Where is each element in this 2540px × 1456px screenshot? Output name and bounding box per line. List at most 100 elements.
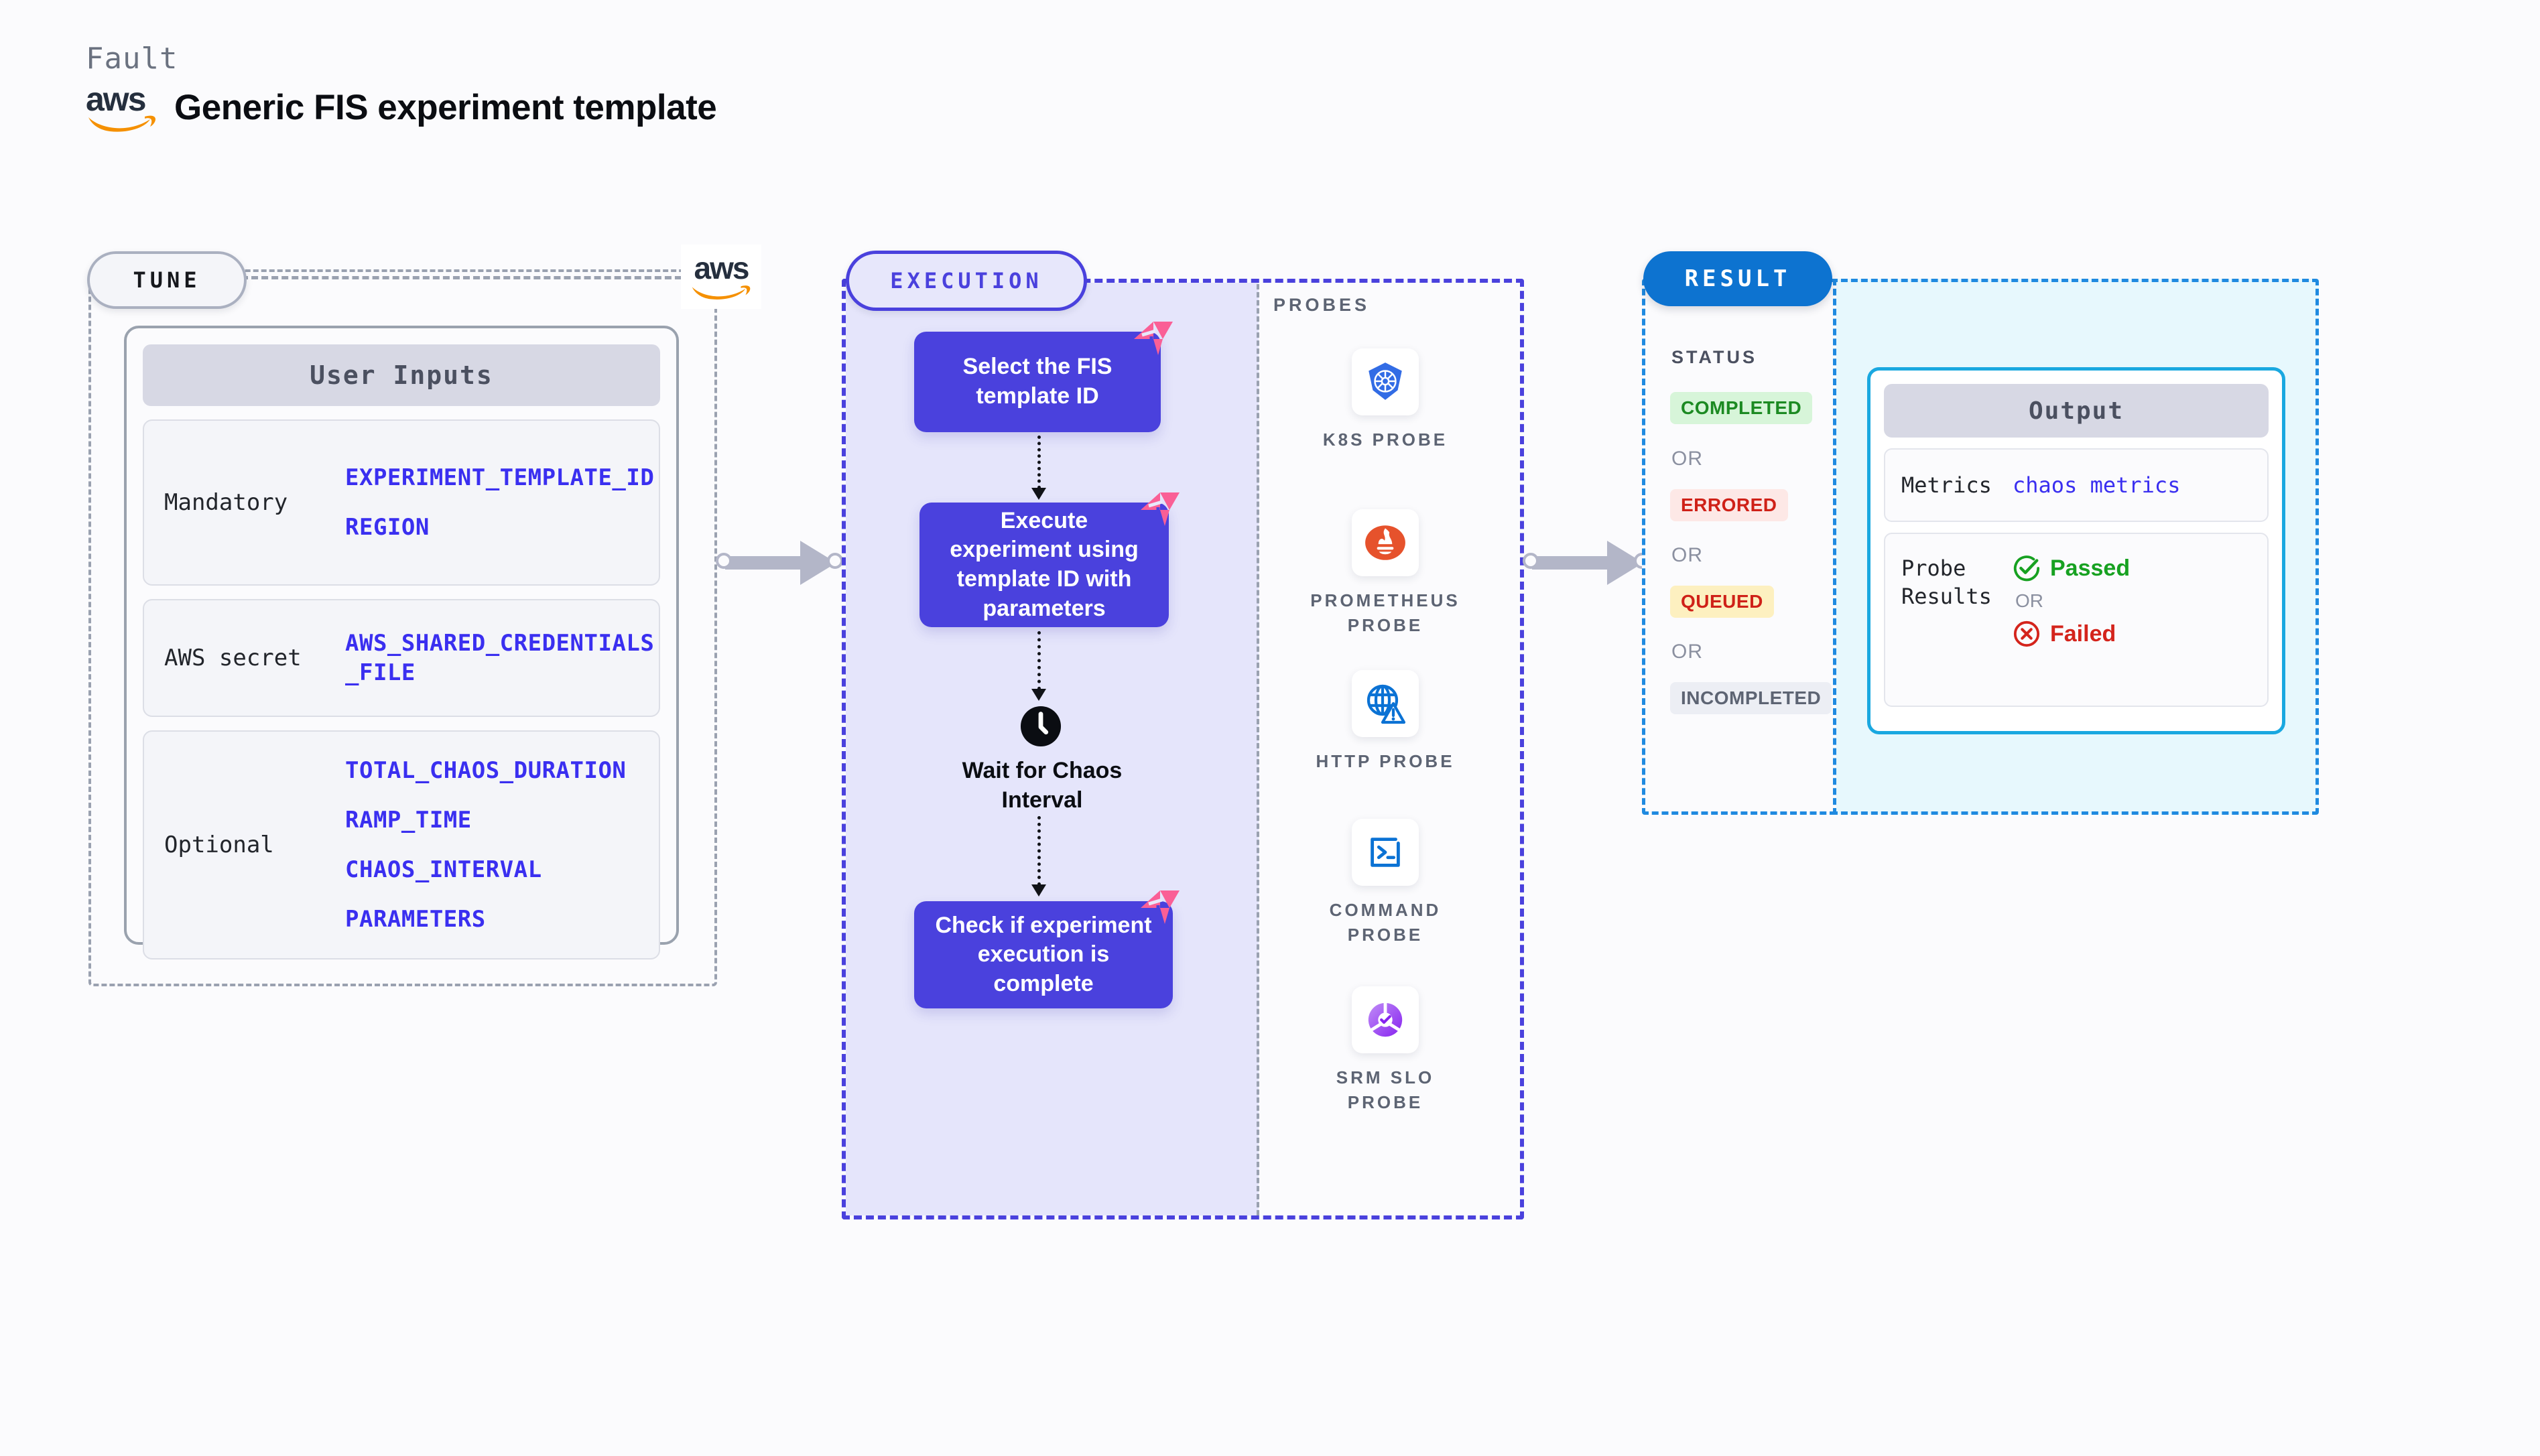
probe-srm-slo[interactable]: SRM SLO PROBE [1305,986,1466,1115]
title-row: aws Generic FIS experiment template [86,82,717,132]
input-group-values: TOTAL_CHAOS_DURATION RAMP_TIME CHAOS_INT… [345,734,626,955]
probe-icon-tile [1352,348,1419,415]
x-circle-icon [2013,620,2040,647]
probe-result-failed-label: Failed [2050,620,2116,647]
status-badge-incompleted: INCOMPLETED [1670,682,1832,714]
env-var: TOTAL_CHAOS_DURATION [345,757,627,784]
http-globe-warning-icon [1367,684,1406,724]
command-terminal-icon [1371,838,1400,867]
step-execute-experiment[interactable]: Execute experiment using template ID wit… [919,503,1169,627]
arrow-head [1031,488,1046,500]
arrow-head [1031,689,1046,701]
execution-label-pill[interactable]: EXECUTION [846,251,1087,311]
env-var: REGION [345,514,430,541]
user-inputs-card: User Inputs Mandatory EXPERIMENT_TEMPLAT… [124,326,679,959]
env-var: AWS_SHARED_CREDENTIALS [345,630,655,657]
flow-arrow [1031,816,1046,897]
probes-divider [1257,284,1259,1215]
probe-icon-tile [1352,509,1419,576]
probe-command[interactable]: COMMAND PROBE [1305,819,1466,947]
tune-label-pill[interactable]: TUNE [87,251,247,309]
page-title: Generic FIS experiment template [174,88,717,127]
env-var: EXPERIMENT_TEMPLATE_ID [345,464,655,491]
clock-icon [1020,706,1062,747]
kubernetes-icon [1369,362,1402,400]
connector-bar [1532,556,1614,570]
arrow-head [1031,884,1046,897]
probe-http[interactable]: HTTP PROBE [1305,670,1466,774]
execution-label-text: EXECUTION [890,268,1043,293]
step-check-completion[interactable]: Check if experiment execution is complet… [914,901,1173,1008]
execution-fill [846,283,1259,1215]
aws-smile-icon [88,115,155,132]
output-metrics-value: chaos metrics [2013,472,2181,498]
or-separator: OR [2015,590,2043,611]
output-row-probe-results: Probe Results Passed OR Failed [1884,533,2269,707]
connector-end-dot [827,553,843,569]
step-select-template[interactable]: Select the FIS template ID [914,332,1161,432]
output-card: Output Metrics chaos metrics Probe Resul… [1867,367,2285,734]
env-var: RAMP_TIME [345,807,472,834]
probe-result-failed: Failed [2013,620,2130,648]
arrow-line [1037,631,1041,690]
output-row-metrics: Metrics chaos metrics [1884,448,2269,522]
input-group-values: EXPERIMENT_TEMPLATE_ID REGION [345,442,654,564]
or-separator: OR [1671,544,1703,566]
tune-label-text: TUNE [133,267,201,293]
probe-caption: PROMETHEUS PROBE [1310,590,1460,635]
probe-caption: SRM SLO PROBE [1336,1067,1435,1112]
probe-caption: K8S PROBE [1322,429,1448,450]
env-var: CHAOS_INTERVAL [345,856,542,883]
output-row-label: Metrics [1901,472,1992,498]
env-var: _FILE [345,659,416,686]
input-group-aws-secret: AWS secret AWS_SHARED_CREDENTIALS _FILE [143,599,660,717]
step-label: Check if experiment execution is complet… [935,912,1152,996]
input-group-optional: Optional TOTAL_CHAOS_DURATION RAMP_TIME … [143,730,660,959]
user-inputs-title: User Inputs [143,344,660,406]
eyebrow-label: Fault [86,42,178,76]
aws-logo: aws [86,82,160,132]
input-group-label: Mandatory [164,489,288,516]
status-badge-errored: ERRORED [1670,489,1788,521]
input-group-mandatory: Mandatory EXPERIMENT_TEMPLATE_ID REGION [143,419,660,586]
status-badge-queued: QUEUED [1670,586,1774,618]
probe-icon-tile [1352,986,1419,1053]
result-label-pill[interactable]: RESULT [1643,251,1832,306]
probes-label: PROBES [1273,295,1371,315]
prometheus-icon [1365,525,1405,560]
connector-start-dot [1523,553,1539,569]
result-status-region [1642,279,1836,815]
output-title: Output [1884,384,2269,438]
flow-arrow [1031,436,1046,500]
status-badge-completed: COMPLETED [1670,392,1813,424]
probe-result-passed: Passed [2013,554,2130,582]
input-group-values: AWS_SHARED_CREDENTIALS _FILE [345,607,654,709]
env-var: PARAMETERS [345,906,486,933]
probe-caption: HTTP PROBE [1316,751,1455,771]
aws-badge-smile-icon [692,285,751,300]
input-group-label: Optional [164,832,274,858]
flow-arrow [1031,631,1046,701]
probe-k8s[interactable]: K8S PROBE [1305,348,1466,452]
output-row-label: Probe Results [1901,555,1992,610]
connector-start-dot [716,553,732,569]
tune-aws-connector [241,276,692,279]
or-separator: OR [1671,641,1703,663]
probe-result-passed-label: Passed [2050,555,2131,581]
page-header: Fault aws Generic FIS experiment templat… [86,42,717,132]
input-group-label: AWS secret [164,645,302,671]
execution-region [842,279,1524,1219]
arrow-line [1037,436,1041,489]
or-separator: OR [1671,448,1703,470]
check-circle-icon [2013,555,2040,582]
status-heading: STATUS [1671,347,1757,367]
probe-icon-tile [1352,670,1419,737]
step-label: Select the FIS template ID [962,354,1113,409]
result-label-text: RESULT [1684,265,1791,292]
probe-prometheus[interactable]: PROMETHEUS PROBE [1305,509,1466,638]
aws-wordmark: aws [86,80,147,118]
arrow-line [1037,816,1041,886]
probe-results-values: Passed OR Failed [2013,554,2130,648]
connector-bar [725,556,807,570]
